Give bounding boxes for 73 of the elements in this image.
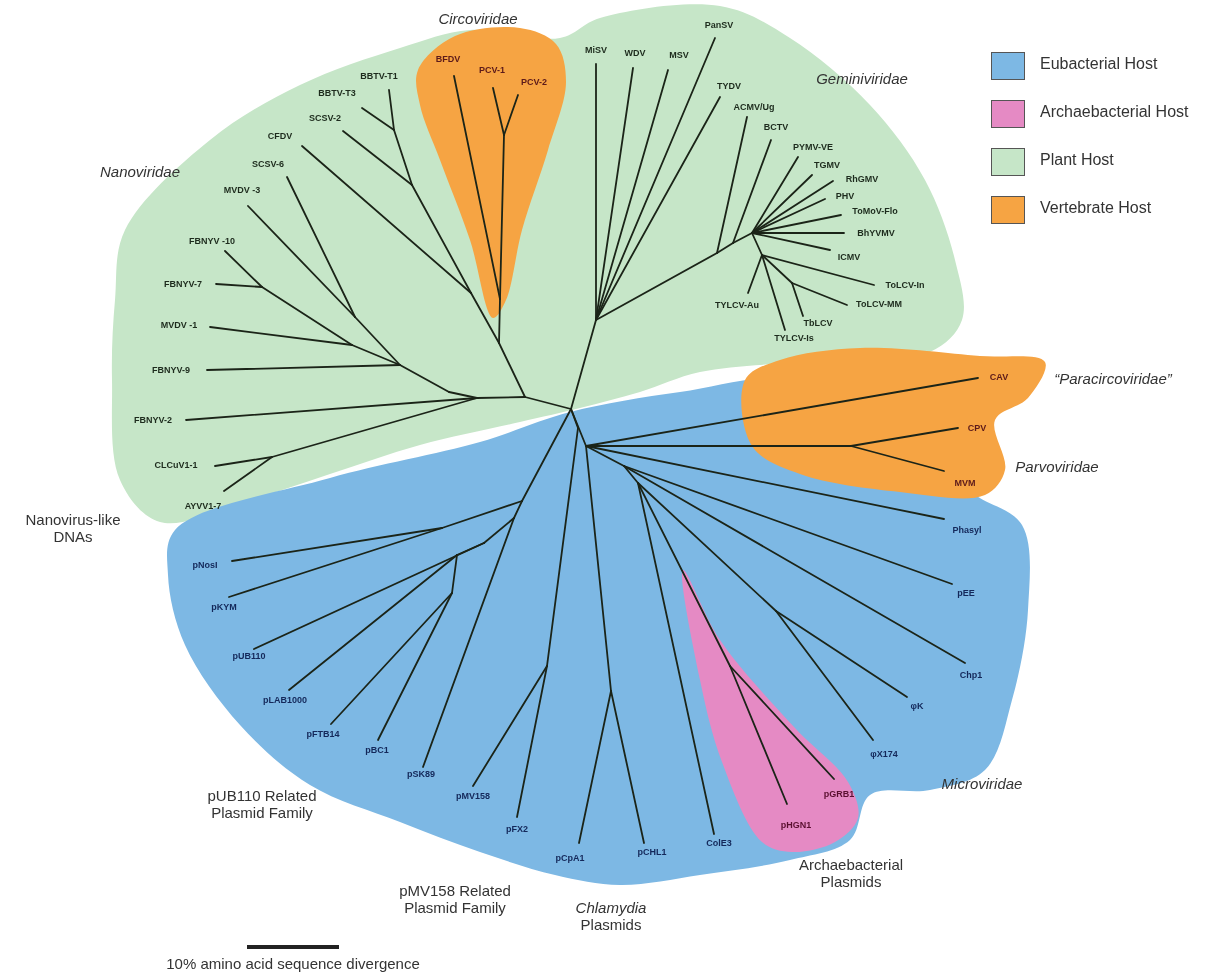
taxon-label: pNosI	[192, 561, 218, 571]
taxon-label: TYLCV-Au	[715, 301, 759, 311]
taxon-label: pLAB1000	[263, 696, 307, 706]
group-label: Geminiviridae	[816, 70, 908, 88]
taxon-label: BCTV	[763, 123, 789, 133]
legend-label: Plant Host	[1040, 151, 1114, 169]
taxon-label: FBNYV-7	[164, 280, 202, 290]
taxon-label: pSK89	[407, 770, 435, 780]
taxon-label: Chp1	[959, 671, 983, 681]
taxon-label: SCSV-6	[252, 160, 284, 170]
group-label: “Paracircoviridae”	[1054, 370, 1172, 388]
taxon-label: TGMV	[814, 161, 840, 171]
group-label: pUB110 Related Plasmid Family	[206, 787, 318, 821]
taxon-label: BBTV-T1	[360, 72, 398, 82]
taxon-label: PCV-2	[521, 78, 547, 88]
taxon-label: CPV	[967, 424, 987, 434]
taxon-label: PYMV-VE	[793, 143, 833, 153]
taxon-label: pFTB14	[306, 730, 340, 740]
taxon-label: ToLCV-MM	[856, 300, 902, 310]
group-label: Microviridae	[941, 775, 1023, 793]
taxon-label: pGRB1	[823, 790, 855, 800]
group-label: Nanovirus-like DNAs	[24, 511, 122, 545]
taxon-label: TbLCV	[803, 319, 833, 329]
taxon-label: MSV	[669, 51, 689, 61]
taxon-label: FBNYV-2	[134, 416, 172, 426]
taxon-label: CAV	[989, 373, 1009, 383]
taxon-label: pEE	[957, 589, 975, 599]
taxon-label: pHGN1	[780, 821, 812, 831]
scale-caption: 10% amino acid sequence divergence	[166, 955, 420, 973]
taxon-label: RhGMV	[845, 175, 879, 185]
legend-label: Vertebrate Host	[1040, 199, 1152, 217]
taxon-label: pUB110	[232, 652, 266, 662]
taxon-label: pCHL1	[637, 848, 667, 858]
taxon-label: CFDV	[267, 132, 293, 142]
legend-label: Eubacterial Host	[1040, 55, 1158, 73]
taxon-label: φK	[910, 702, 924, 712]
taxon-label: pFX2	[506, 825, 528, 835]
taxon-label: PCV-1	[479, 66, 505, 76]
group-label: Circoviridae	[438, 10, 518, 28]
taxon-label: ColE3	[706, 839, 732, 849]
taxon-label: ICMV	[837, 253, 861, 263]
taxon-label: AYVV1-7	[184, 502, 222, 512]
taxon-label: MVM	[954, 479, 976, 489]
taxon-label: φX174	[870, 750, 898, 760]
taxon-label: MVDV -1	[160, 321, 198, 331]
taxon-label: ToMoV-Flo	[852, 207, 898, 217]
taxon-label: ACMV/Ug	[733, 103, 775, 113]
taxon-label: BFDV	[435, 55, 461, 65]
taxon-label: FBNYV-9	[152, 366, 190, 376]
group-label: Nanoviridae	[100, 163, 180, 181]
taxon-label: MiSV	[585, 46, 607, 56]
taxon-label: BhYVMV	[857, 229, 895, 239]
legend-label: Archaebacterial Host	[1040, 103, 1189, 121]
taxon-label: TYDV	[717, 82, 741, 92]
taxon-label: ToLCV-In	[885, 281, 925, 291]
taxon-label: pCpA1	[555, 854, 585, 864]
taxon-label: pKYM	[211, 603, 237, 613]
taxon-label: FBNYV -10	[189, 237, 235, 247]
taxon-label: pMV158	[456, 792, 490, 802]
taxon-label: MVDV -3	[223, 186, 261, 196]
taxon-label: PHV	[835, 192, 855, 202]
group-label: pMV158 Related Plasmid Family	[398, 882, 512, 916]
taxon-label: WDV	[624, 49, 646, 59]
taxon-label: TYLCV-Is	[774, 334, 814, 344]
taxon-label: Phasyl	[952, 526, 982, 536]
taxon-label: CLCuV1-1	[154, 461, 198, 471]
taxon-label: SCSV-2	[309, 114, 341, 124]
taxon-label: pBC1	[365, 746, 389, 756]
taxon-label: BBTV-T3	[318, 89, 356, 99]
group-label: Chlamydia Plasmids	[574, 899, 648, 933]
taxon-label: PanSV	[704, 21, 734, 31]
group-label: Archaebacterial Plasmids	[797, 856, 905, 890]
group-label: Parvoviridae	[1015, 458, 1099, 476]
